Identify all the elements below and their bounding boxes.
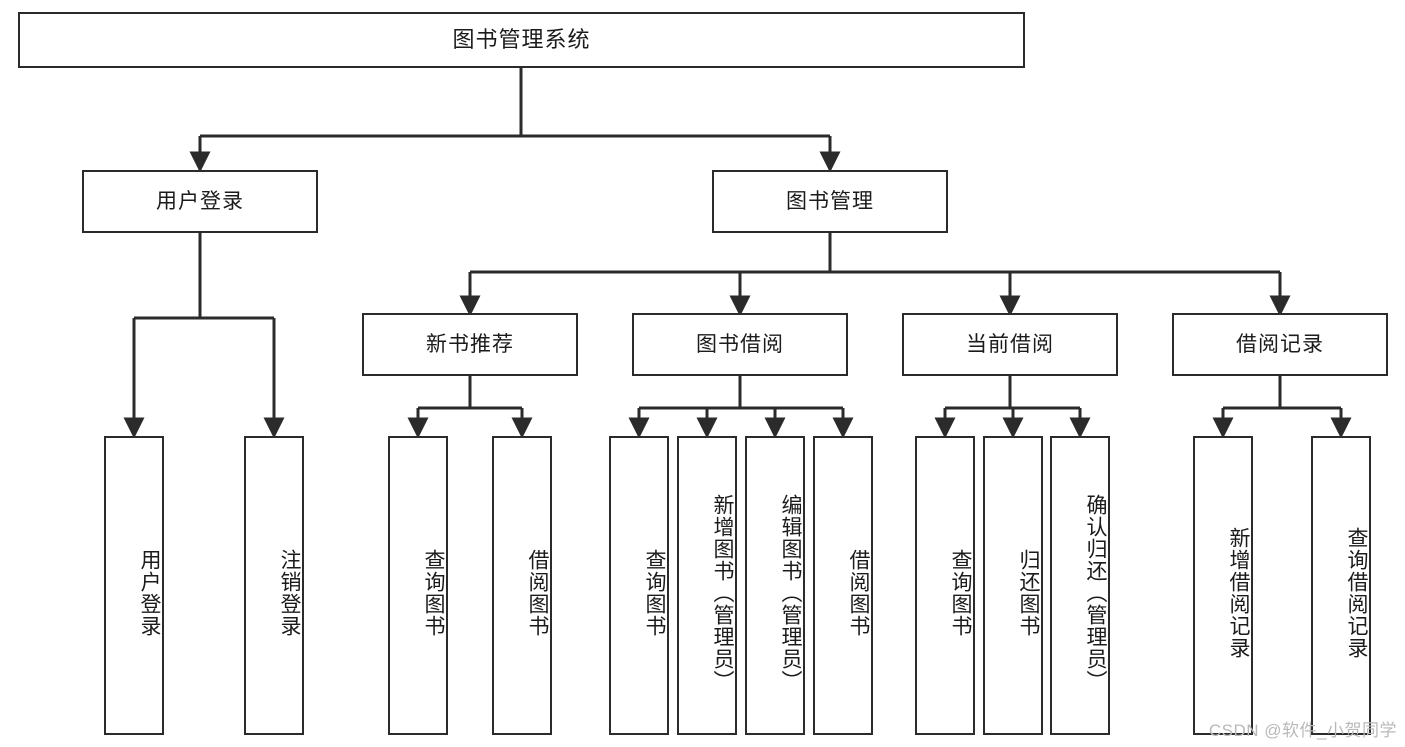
node-label: 用户登录 [138,548,161,637]
node-current-borrow[interactable]: 当前借阅 [902,313,1118,376]
node-label: 新书推荐 [426,332,514,356]
node-label: 新增图书（管理员） [711,493,734,692]
node-label: 确认归还（管理员） [1084,493,1107,692]
leaf-current-query-book[interactable]: 查询图书 [915,436,975,735]
node-label: 编辑图书（管理员） [779,493,802,692]
node-label: 图书管理系统 [452,26,591,52]
leaf-logout-login[interactable]: 注销登录 [244,436,304,735]
leaf-current-confirm-return-admin[interactable]: 确认归还（管理员） [1050,436,1110,735]
leaf-borrow-borrow-book[interactable]: 借阅图书 [813,436,873,735]
leaf-borrow-add-book-admin[interactable]: 新增图书（管理员） [677,436,737,735]
node-book-management[interactable]: 图书管理 [712,170,948,233]
node-label: 新增借阅记录 [1227,526,1250,659]
watermark-text: CSDN @软件_小贺同学 [1208,721,1397,740]
node-borrow-record[interactable]: 借阅记录 [1172,313,1388,376]
node-label: 查询图书 [949,548,972,637]
node-user-login[interactable]: 用户登录 [82,170,318,233]
node-label: 用户登录 [156,189,244,213]
node-label: 借阅图书 [847,548,870,637]
leaf-newbook-query-book[interactable]: 查询图书 [388,436,448,735]
node-label: 查询图书 [643,548,666,637]
node-label: 借阅记录 [1236,332,1324,356]
leaf-user-login[interactable]: 用户登录 [104,436,164,735]
node-label: 注销登录 [278,548,301,637]
node-label: 借阅图书 [526,548,549,637]
leaf-current-return-book[interactable]: 归还图书 [983,436,1043,735]
leaf-record-add-borrow-record[interactable]: 新增借阅记录 [1193,436,1253,735]
node-root-book-management-system[interactable]: 图书管理系统 [18,12,1025,68]
node-label: 归还图书 [1017,548,1040,637]
node-label: 当前借阅 [966,332,1054,356]
node-label: 查询图书 [422,548,445,637]
leaf-borrow-query-book[interactable]: 查询图书 [609,436,669,735]
node-book-borrow[interactable]: 图书借阅 [632,313,848,376]
leaf-record-query-borrow-record[interactable]: 查询借阅记录 [1311,436,1371,735]
leaf-newbook-borrow-book[interactable]: 借阅图书 [492,436,552,735]
node-new-book-recommend[interactable]: 新书推荐 [362,313,578,376]
node-label: 图书管理 [786,189,874,213]
node-label: 图书借阅 [696,332,784,356]
node-label: 查询借阅记录 [1345,526,1368,659]
leaf-borrow-edit-book-admin[interactable]: 编辑图书（管理员） [745,436,805,735]
